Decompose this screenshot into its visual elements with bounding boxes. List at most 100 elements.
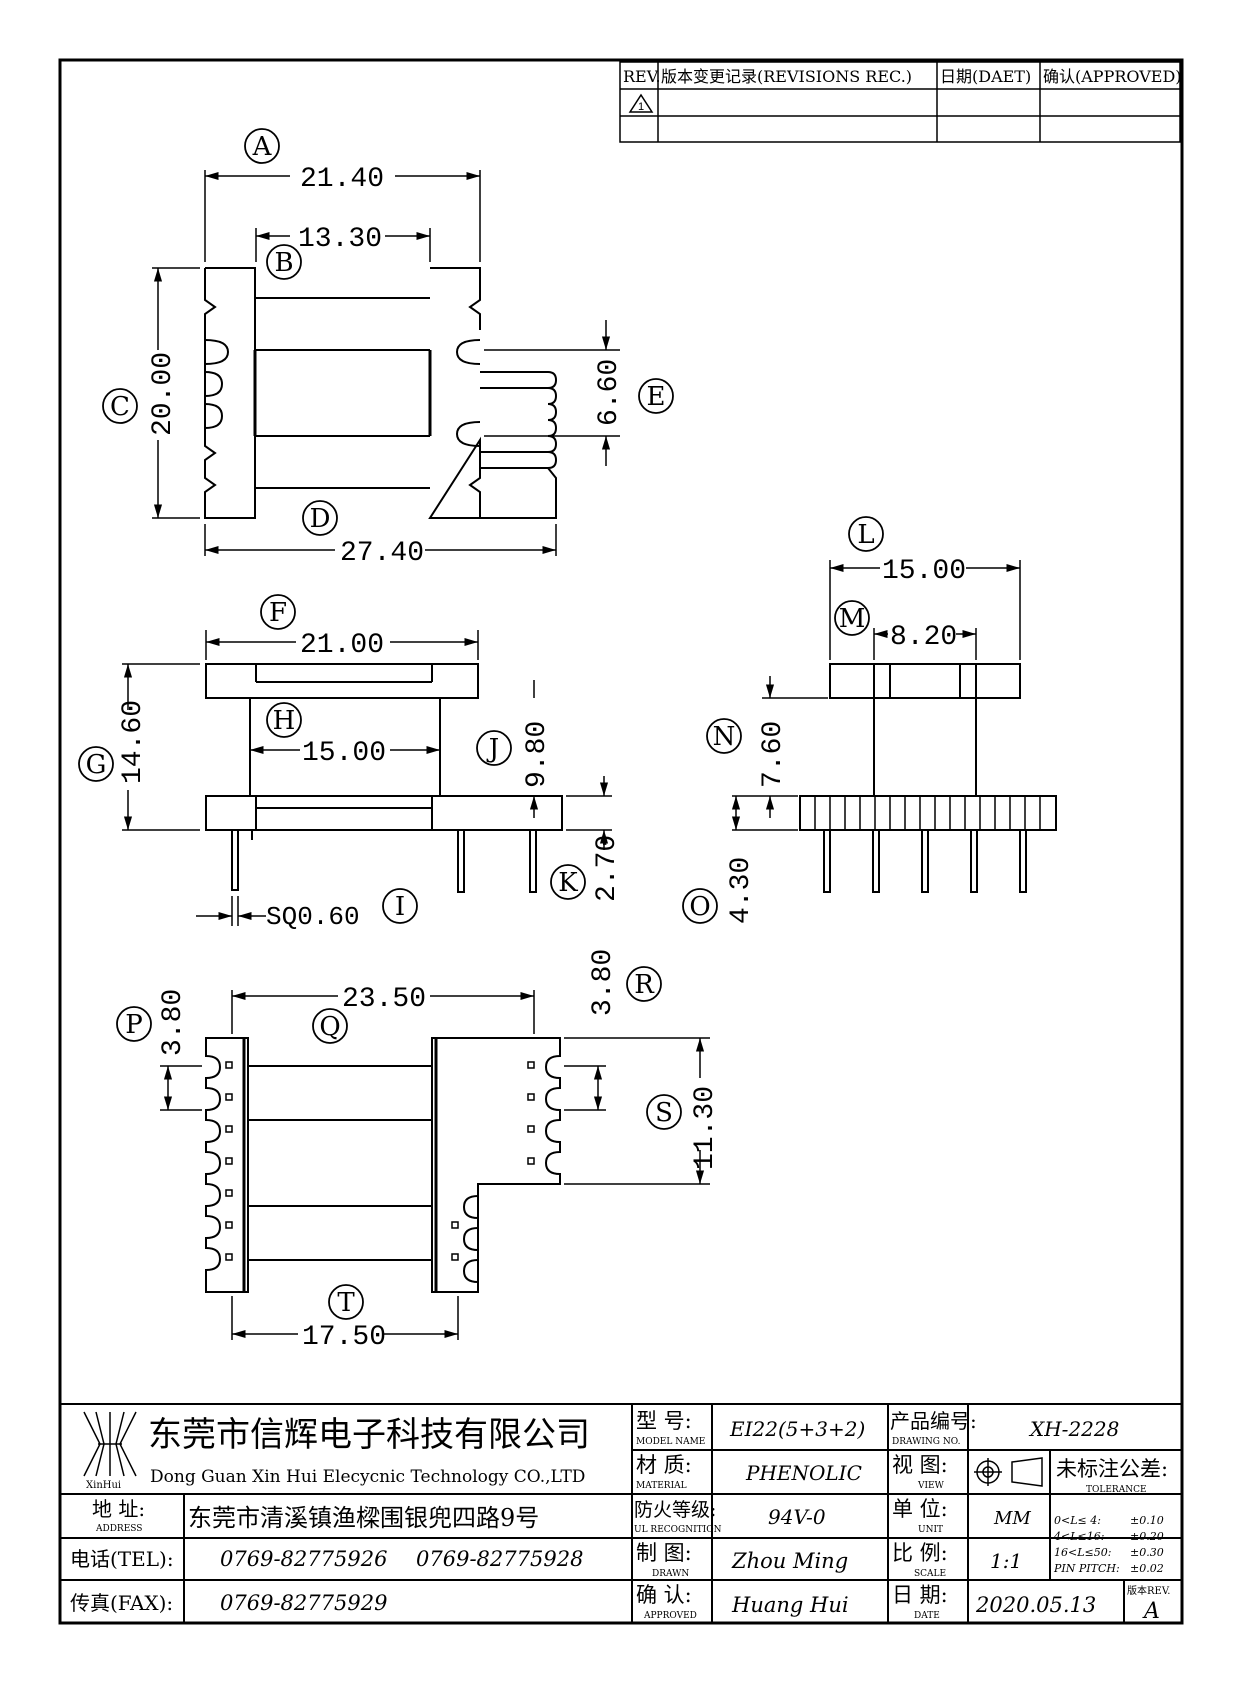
label-k: K	[558, 868, 578, 898]
label-t: T	[337, 1288, 355, 1318]
model-label-en: MODEL NAME	[636, 1437, 705, 1447]
label-n: N	[713, 722, 736, 752]
tolerance-value-2: ±0.20	[1130, 1530, 1164, 1543]
label-f: F	[269, 598, 287, 628]
drawing-no-label: 产品编号:	[890, 1409, 977, 1433]
dim-o-value: 4.30	[726, 857, 757, 924]
xinhui-logo-icon	[83, 1411, 137, 1477]
projection-symbol-icon	[974, 1457, 1043, 1487]
sheet-border	[58, 58, 1184, 1625]
dim-j-value: 9.80	[522, 721, 553, 788]
rev-header: REV.	[623, 67, 661, 86]
unit-value: MM	[993, 1508, 1031, 1529]
revision-triangle-icon: 1	[628, 93, 654, 113]
company-name-cn: 东莞市信辉电子科技有限公司	[148, 1415, 590, 1455]
dim-c-value: 20.00	[148, 352, 179, 436]
ul-label: 防火等级:	[634, 1499, 716, 1521]
label-b: B	[274, 248, 293, 278]
label-m: M	[839, 604, 866, 634]
dimension-values: 21.40 13.30 20.00 27.40 6.60 21.00 14.60…	[118, 164, 966, 1353]
tolerance-range-4: PIN PITCH:	[1053, 1562, 1120, 1575]
side-view	[799, 663, 1057, 893]
dim-n-value: 7.60	[758, 721, 789, 788]
drawing-no-label-en: DRAWING NO.	[892, 1437, 961, 1447]
view-label-en: VIEW	[917, 1481, 945, 1491]
scale-value: 1:1	[990, 1549, 1022, 1573]
address-label-en: ADDRESS	[95, 1524, 142, 1534]
tolerance-title: 未标注公差:	[1056, 1457, 1168, 1481]
approved-value: Huang Hui	[731, 1593, 849, 1617]
tel-label: 电话(TEL):	[70, 1547, 174, 1571]
model-label: 型 号:	[636, 1409, 692, 1433]
drawn-label: 制 图:	[636, 1541, 692, 1565]
material-value: PHENOLIC	[745, 1461, 862, 1485]
top-view	[204, 267, 558, 519]
material-label-en: MATERIAL	[636, 1481, 687, 1491]
front-view	[205, 663, 563, 893]
dim-b-value: 13.30	[298, 224, 382, 255]
tel-value-1: 0769-82775926	[220, 1547, 387, 1571]
date-label: 日 期:	[892, 1583, 948, 1607]
tel-value-2: 0769-82775928	[416, 1547, 583, 1571]
tolerance-range-2: 4<L≤16:	[1053, 1530, 1104, 1543]
date-header: 日期(DAET)	[940, 67, 1031, 86]
view-label: 视 图:	[892, 1453, 948, 1477]
date-label-en: DATE	[914, 1611, 940, 1621]
revisions-header: 版本变更记录(REVISIONS REC.)	[661, 67, 912, 86]
scale-label-en: SCALE	[914, 1569, 946, 1579]
unit-label-en: UNIT	[918, 1525, 943, 1535]
dim-q-value: 23.50	[342, 984, 426, 1015]
tolerance-range-3: 16<L≤50:	[1054, 1546, 1111, 1559]
dim-k-value: 2.70	[592, 835, 623, 902]
label-e: E	[647, 382, 666, 412]
label-j: J	[486, 734, 499, 764]
drawing-no-value: XH-2228	[1028, 1417, 1119, 1441]
dim-a-value: 21.40	[300, 164, 384, 195]
company-name-en: Dong Guan Xin Hui Elecycnic Technology C…	[150, 1467, 585, 1487]
tolerance-range-1: 0<L≤ 4:	[1054, 1514, 1101, 1527]
dim-e-value: 6.60	[594, 359, 625, 426]
label-a: A	[252, 132, 273, 162]
scale-label: 比 例:	[892, 1541, 948, 1565]
tolerance-value-4: ±0.02	[1130, 1562, 1164, 1575]
label-c: C	[110, 392, 130, 422]
dim-m-value: 8.20	[890, 622, 957, 653]
dim-p-value: 3.80	[158, 989, 189, 1056]
model-value: EI22(5+3+2)	[729, 1417, 865, 1441]
unit-label: 单 位:	[892, 1497, 948, 1521]
label-q: Q	[319, 1012, 340, 1042]
address-label: 地 址:	[92, 1497, 145, 1521]
dimension-lines	[122, 170, 1021, 1340]
revision-table	[619, 61, 1181, 143]
date-value: 2020.05.13	[975, 1593, 1096, 1617]
ul-label-en: UL RECOGNITION	[634, 1525, 722, 1535]
label-o: O	[689, 892, 710, 922]
balloon-labels	[78, 128, 884, 1320]
approved-label-en: APPROVED	[643, 1611, 697, 1621]
bottom-view	[205, 1037, 561, 1293]
fax-value: 0769-82775929	[220, 1591, 387, 1615]
label-h: H	[273, 706, 296, 736]
label-d: D	[310, 504, 331, 534]
label-i: I	[395, 892, 405, 922]
approved-header: 确认(APPROVED)	[1043, 67, 1182, 86]
tolerance-value-3: ±0.30	[1130, 1546, 1164, 1559]
label-r: R	[634, 970, 655, 1000]
address-value: 东莞市清溪镇渔樑围银兜四路9号	[188, 1504, 539, 1532]
svg-text:1: 1	[638, 101, 644, 113]
rev-value: A	[1142, 1599, 1160, 1624]
tolerance-value-1: ±0.10	[1130, 1514, 1164, 1527]
rev-label: 版本REV.	[1127, 1584, 1170, 1597]
drawn-label-en: DRAWN	[652, 1569, 689, 1579]
balloon-letters: A B C D E F G H I J K L M N O P Q R S T	[86, 132, 875, 1318]
label-p: P	[125, 1010, 143, 1040]
dim-h-value: 15.00	[302, 738, 386, 769]
material-label: 材 质:	[636, 1453, 692, 1477]
dim-l-value: 15.00	[882, 556, 966, 587]
dim-d-value: 27.40	[340, 538, 424, 569]
fax-label: 传真(FAX):	[70, 1591, 173, 1615]
label-l: L	[857, 520, 874, 550]
ul-value: 94V-0	[768, 1505, 826, 1529]
approved-label: 确 认:	[636, 1583, 692, 1607]
logo-text: XinHui	[86, 1480, 121, 1491]
